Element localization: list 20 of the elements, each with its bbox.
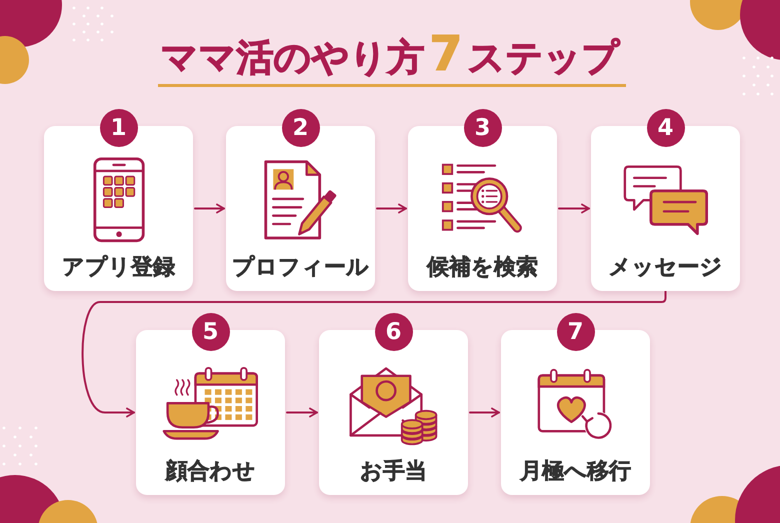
number-badge: 6 bbox=[374, 313, 412, 351]
arrow bbox=[558, 204, 590, 214]
arrow bbox=[194, 204, 225, 214]
arrow bbox=[469, 408, 500, 418]
arrow bbox=[286, 408, 318, 418]
step-label: 月極へ移行 bbox=[520, 458, 631, 486]
number-badge: 1 bbox=[100, 109, 138, 147]
step-label: プロフィール bbox=[232, 254, 369, 282]
number-badge: 2 bbox=[282, 109, 320, 147]
number-badge: 5 bbox=[192, 313, 230, 351]
arrow bbox=[376, 204, 407, 214]
number-badge: 3 bbox=[464, 109, 502, 147]
step-label: お手当 bbox=[360, 458, 427, 486]
number-badge: 7 bbox=[556, 313, 594, 351]
step-label: アプリ登録 bbox=[62, 254, 175, 282]
step-label: メッセージ bbox=[608, 254, 722, 282]
step-label: 顔合わせ bbox=[166, 458, 256, 486]
arrow bbox=[82, 290, 666, 418]
number-badge: 4 bbox=[646, 109, 684, 147]
step-label: 候補を検索 bbox=[427, 254, 538, 282]
